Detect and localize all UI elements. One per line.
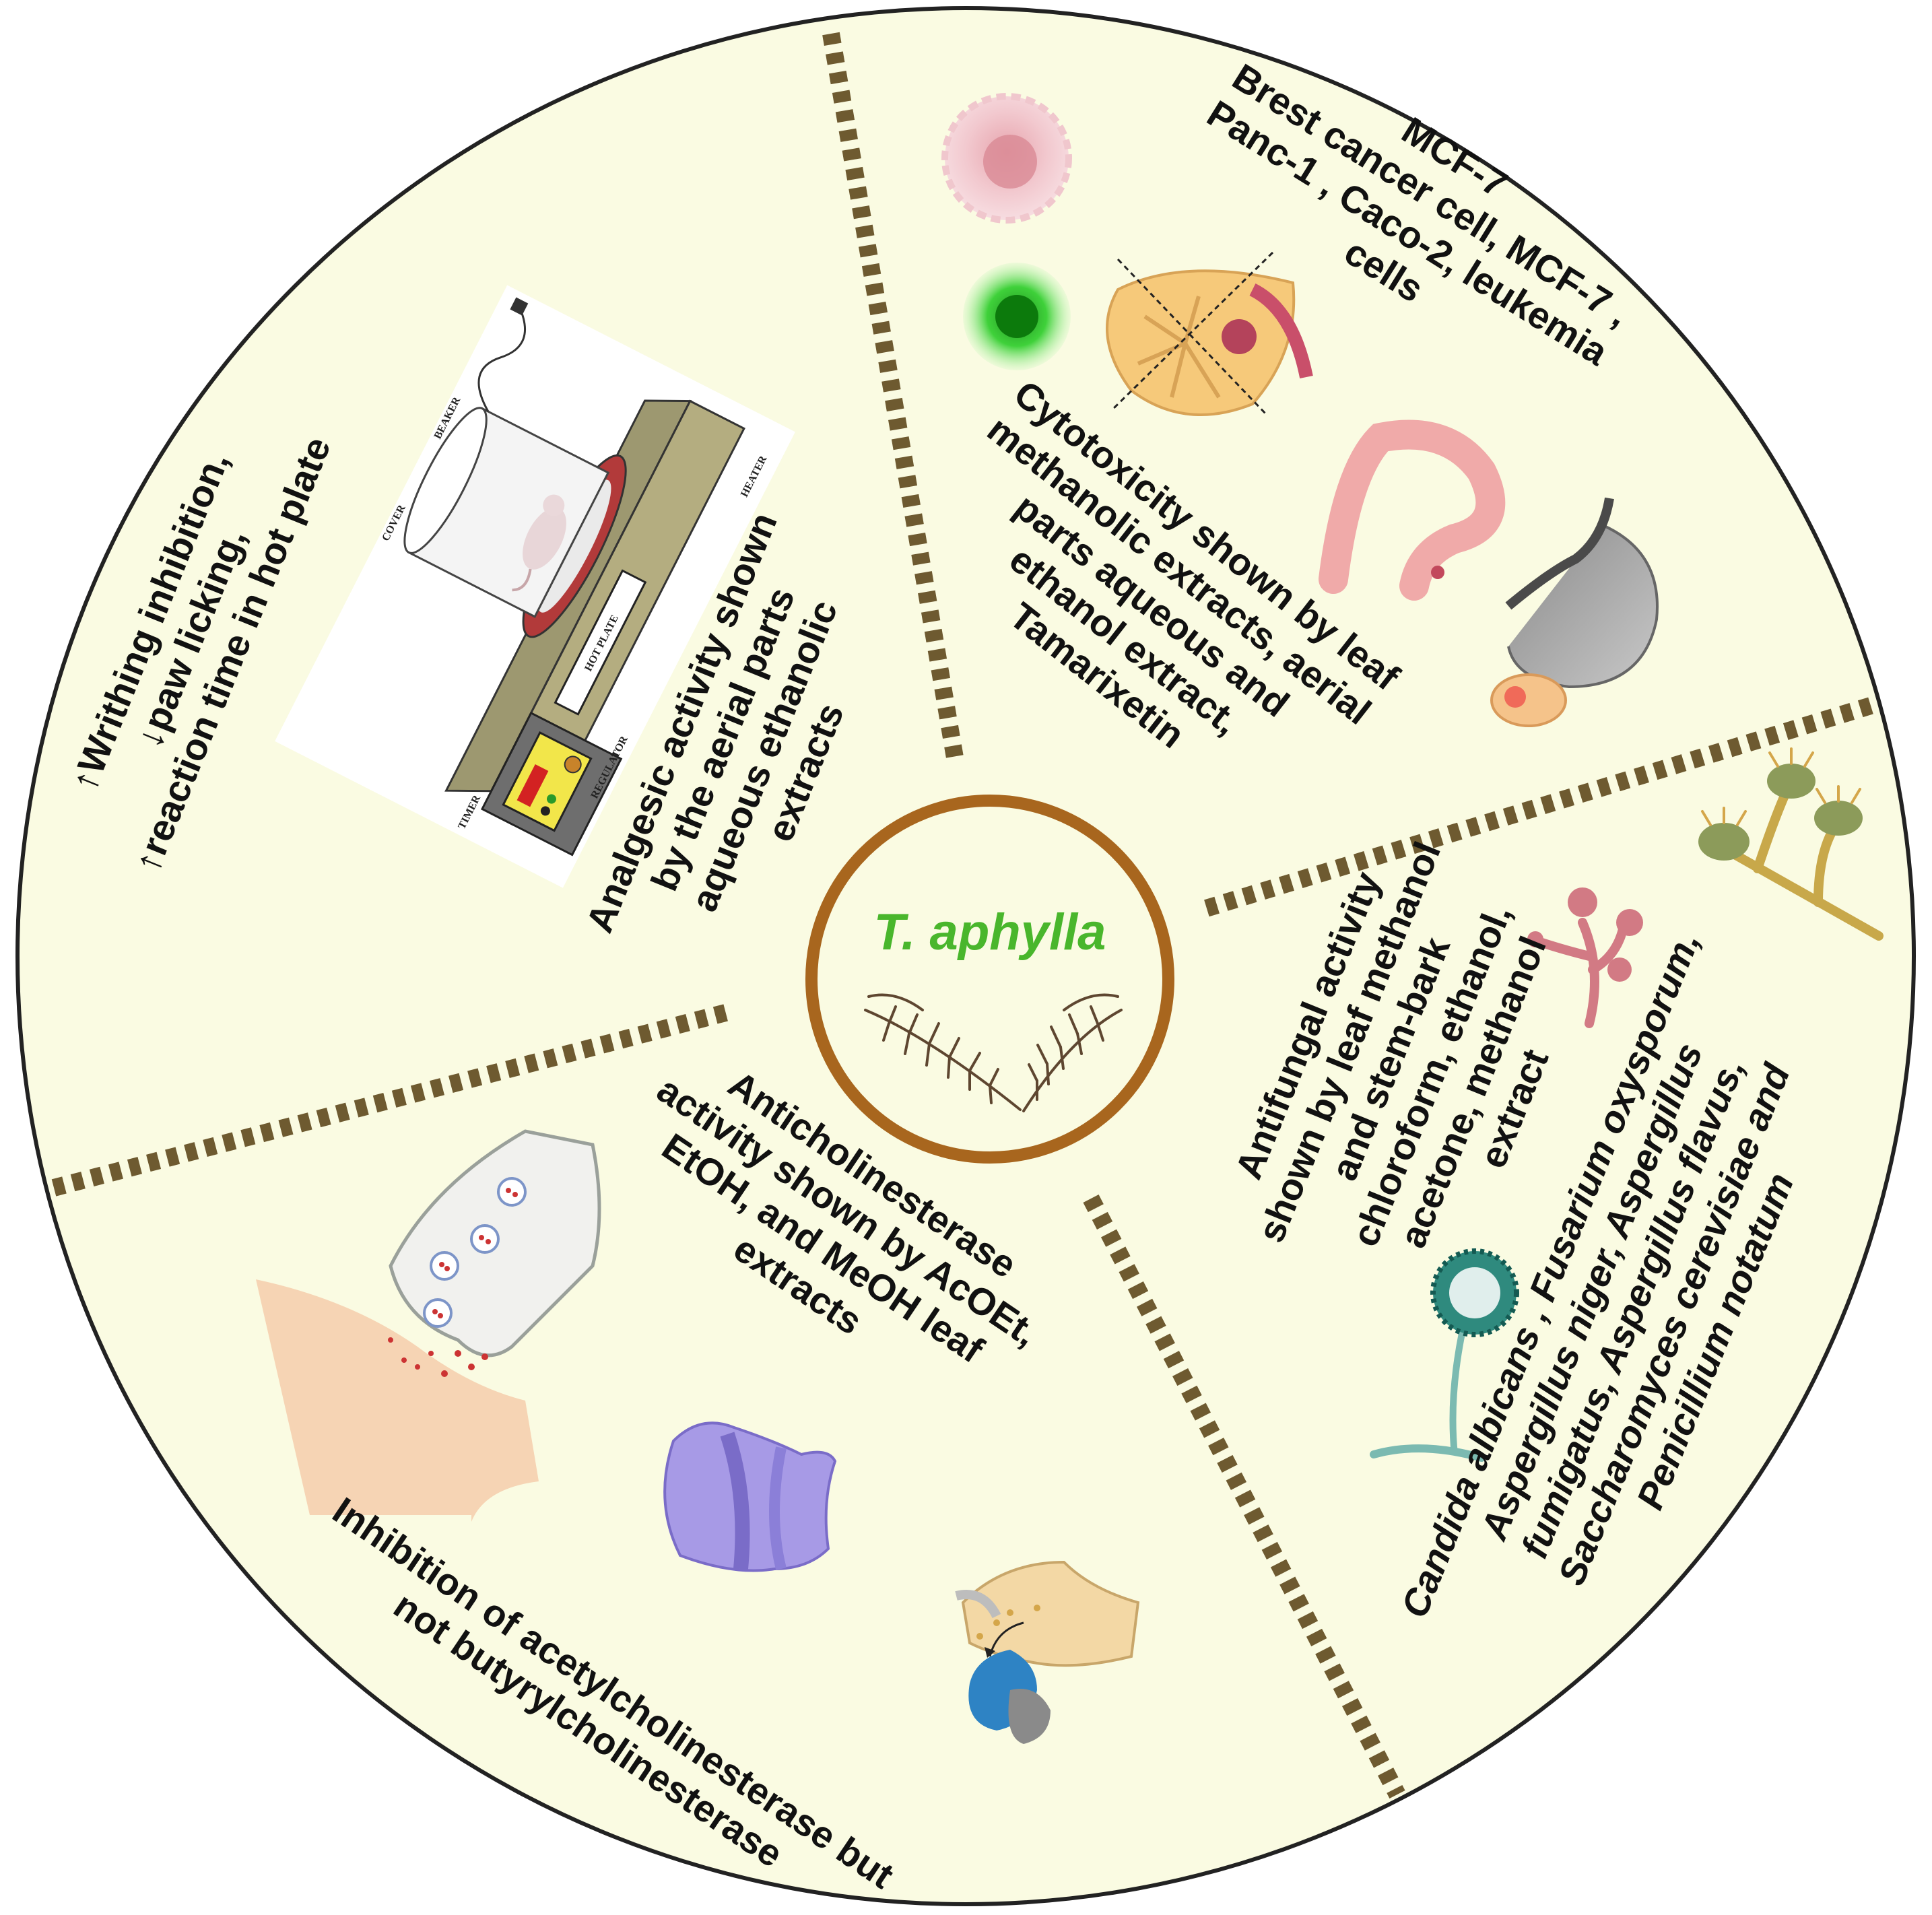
divider-top bbox=[822, 32, 964, 760]
colon-icon bbox=[1319, 419, 1506, 601]
hot-plate-apparatus-icon: HOT PLATE COVER BEAKER HEATER TIMER REGU… bbox=[275, 285, 795, 888]
receptor-icon bbox=[955, 1560, 1140, 1744]
breast-tumor-icon bbox=[1106, 251, 1313, 416]
section-dividers bbox=[51, 32, 1873, 1799]
enzyme-icon bbox=[663, 1421, 837, 1572]
center-hub: T. aphylla bbox=[805, 795, 1174, 1164]
fungus-sporangium-icon bbox=[1370, 1248, 1519, 1462]
center-ring bbox=[805, 795, 1174, 1164]
synapse-icon bbox=[256, 1129, 601, 1522]
tamarix-branch-icon bbox=[864, 993, 1123, 1112]
stomach-pancreas-icon bbox=[1490, 497, 1659, 727]
divider-right-lower bbox=[1083, 1195, 1405, 1799]
fluorescent-cell-icon bbox=[963, 263, 1071, 370]
cancer-cell-icon bbox=[941, 93, 1072, 224]
aspergillus-icon bbox=[1698, 747, 1884, 941]
mouse-icon bbox=[512, 494, 566, 592]
candida-icon bbox=[1527, 887, 1643, 1028]
center-title: T. aphylla bbox=[874, 904, 1106, 961]
